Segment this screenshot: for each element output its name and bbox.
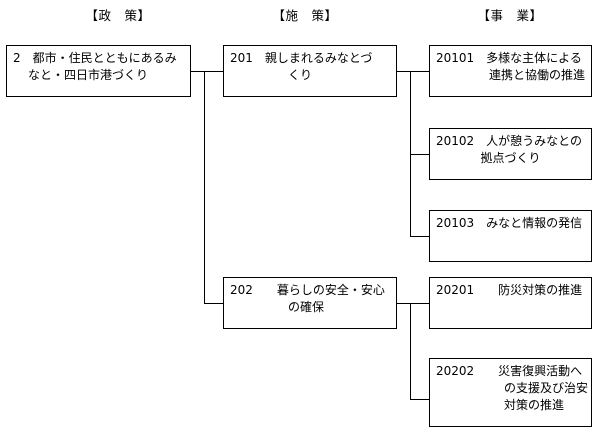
node-project-20201[interactable]: 20201 防災対策の推進	[429, 277, 592, 329]
node-project-20202-line-2: の支援及び治安	[504, 381, 589, 395]
node-measure-201-line-2: くり	[288, 68, 313, 82]
node-measure-202-line-2: の確保	[288, 300, 325, 314]
column-header-project: 【事 業】	[477, 8, 543, 23]
node-project-20103-line-1: 20103 みなと情報の発信	[436, 216, 583, 230]
node-project-20201-line-1: 20201 防災対策の推進	[436, 283, 583, 297]
edge-201-to-20103	[410, 236, 430, 238]
node-measure-201[interactable]: 201 親しまれるみなとづ くり	[223, 45, 397, 97]
edge-policy-to-201	[204, 71, 224, 73]
node-project-20202-line-1: 20202 災害復興活動へ	[436, 364, 583, 378]
node-project-20102-line-2: 拠点づくり	[480, 151, 541, 165]
node-project-20102-line-1: 20102 人が憩うみなとの	[436, 134, 583, 148]
node-project-20101-line-2: 連携と協働の推進	[488, 68, 585, 82]
edge-policy-trunk	[204, 71, 206, 304]
edge-202-to-20201	[410, 303, 430, 305]
node-policy-2-line-1: 2 都市・住民とともにあるみ	[13, 51, 177, 65]
edge-policy-stub	[190, 71, 206, 73]
node-measure-201-line-1: 201 親しまれるみなとづ	[230, 51, 373, 65]
edge-202-to-20202	[410, 399, 430, 401]
column-header-policy: 【政 策】	[85, 8, 151, 23]
node-measure-202-line-1: 202 暮らしの安全・安心	[230, 283, 385, 297]
node-project-20103[interactable]: 20103 みなと情報の発信	[429, 210, 592, 262]
edge-201-to-20101	[410, 71, 430, 73]
column-header-measure: 【施 策】	[272, 8, 338, 23]
node-project-20202[interactable]: 20202 災害復興活動へ の支援及び治安 対策の推進	[429, 358, 592, 427]
edge-202-trunk	[410, 303, 412, 400]
node-project-20202-line-3: 対策の推進	[504, 398, 565, 412]
node-project-20102[interactable]: 20102 人が憩うみなとの 拠点づくり	[429, 128, 592, 180]
node-project-20101[interactable]: 20101 多様な主体による 連携と協働の推進	[429, 45, 592, 97]
node-measure-202[interactable]: 202 暮らしの安全・安心 の確保	[223, 277, 397, 329]
edge-policy-to-202	[204, 303, 224, 305]
node-policy-2[interactable]: 2 都市・住民とともにあるみ なと・四日市港づくり	[6, 45, 191, 97]
edge-202-stub	[396, 303, 412, 305]
node-project-20101-line-1: 20101 多様な主体による	[436, 51, 582, 65]
edge-201-stub	[396, 71, 412, 73]
node-policy-2-line-2: なと・四日市港づくり	[28, 68, 149, 82]
edge-201-to-20102	[410, 154, 430, 156]
